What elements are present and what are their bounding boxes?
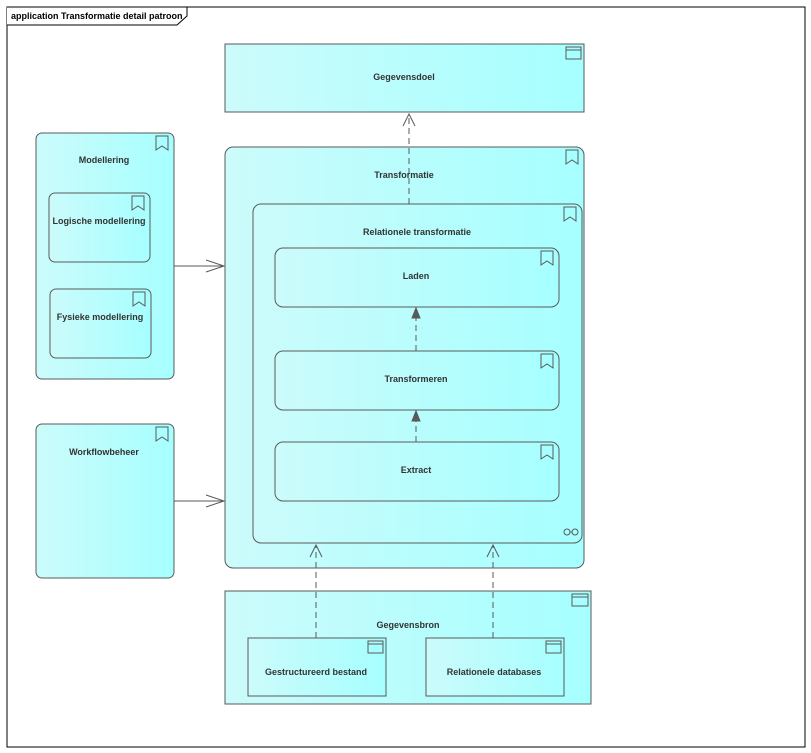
application-component-icon [565,46,582,60]
application-function-icon [563,206,577,222]
node-label: Gegevensbron [376,620,439,630]
application-function-icon [155,135,169,151]
application-function-icon [540,353,554,369]
application-function-icon [540,444,554,460]
node-label: Gegevensdoel [373,72,435,82]
node-label: Relationele transformatie [363,227,471,237]
application-interaction-icon [563,528,579,536]
connector-transformeren-to-laden [411,306,421,351]
application-component-icon [571,593,589,607]
application-component-icon [545,640,562,654]
connector-extract-to-transformeren [411,409,421,442]
application-component-icon [367,640,384,654]
connector-modellering-to-transformatie [174,259,226,273]
node-label: Workflowbeheer [69,447,139,457]
connector-workflowbeheer-to-transformatie [174,494,226,508]
node-extract[interactable]: Extract [274,441,560,502]
node-label: Logische modellering [52,216,145,226]
node-workflowbeheer[interactable]: Workflowbeheer [35,423,175,579]
node-label: Extract [401,465,432,475]
application-function-icon [540,250,554,266]
node-label: Transformatie [374,170,434,180]
node-label: Gestructureerd bestand [265,667,367,677]
connector-gestructureerd-bestand-to-transformatie [309,543,323,638]
diagram-frame: application Transformatie detail patroon [6,6,806,748]
node-gestructureerd-bestand[interactable]: Gestructureerd bestand [247,637,387,697]
node-label: Transformeren [384,374,447,384]
application-function-icon [132,291,146,307]
frame-title: application Transformatie detail patroon [11,11,183,21]
node-laden[interactable]: Laden [274,247,560,308]
node-transformeren[interactable]: Transformeren [274,350,560,411]
node-label: Laden [403,271,430,281]
connector-relationele-databases-to-transformatie [486,543,500,638]
node-label: Fysieke modellering [57,312,144,322]
node-gegevensdoel[interactable]: Gegevensdoel [224,43,585,113]
node-label: Relationele databases [447,667,542,677]
node-logische-modellering[interactable]: Logische modellering [48,192,151,263]
application-function-icon [131,195,145,211]
connector-transformatie-to-gegevensdoel [402,112,416,204]
application-function-icon [155,426,169,442]
application-function-icon [565,149,579,165]
node-label: Modellering [79,155,130,165]
node-relationele-databases[interactable]: Relationele databases [425,637,565,697]
node-fysieke-modellering[interactable]: Fysieke modellering [49,288,152,359]
